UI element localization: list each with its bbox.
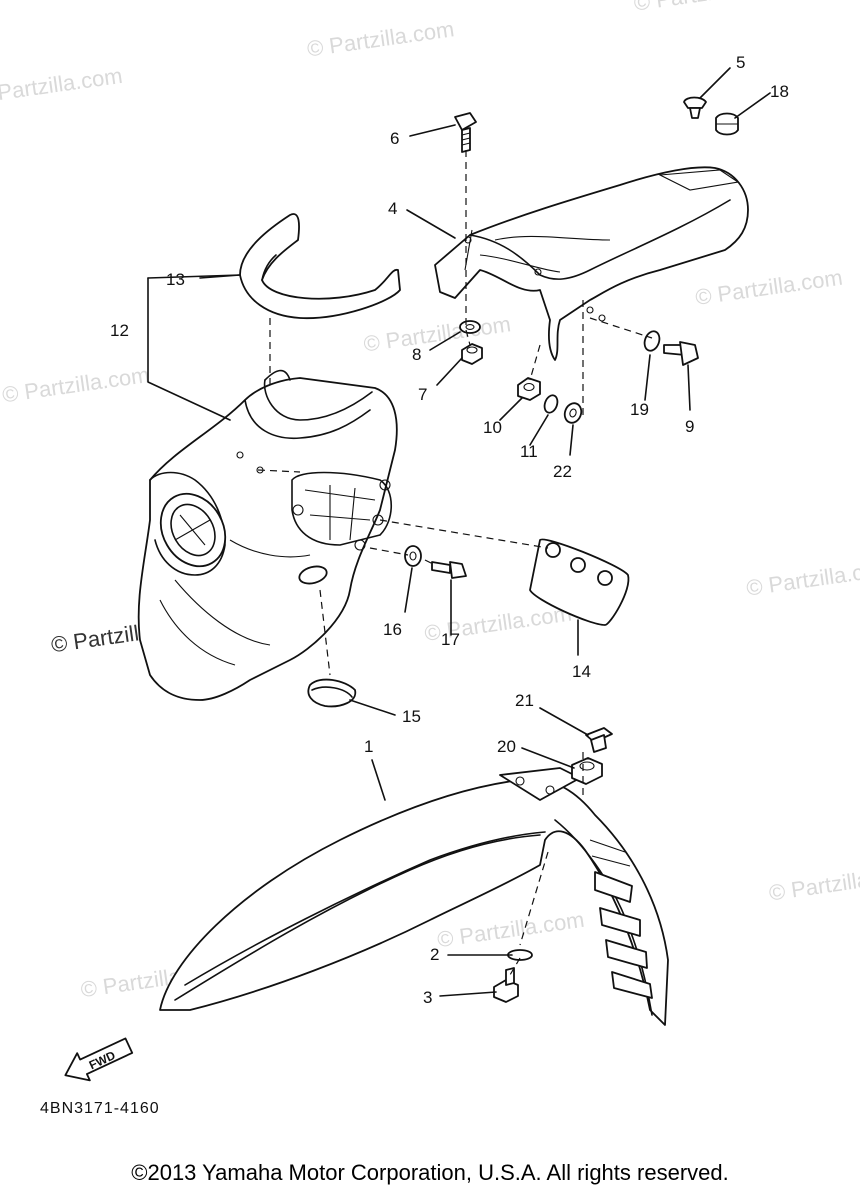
callout-14: 14 [572, 662, 591, 681]
callout-11: 11 [520, 442, 538, 461]
watermark-text: © Partzilla.com [436, 907, 586, 952]
callout-13: 13 [166, 270, 185, 289]
fwd-label: FWD [87, 1048, 118, 1072]
callout-21: 21 [515, 691, 534, 710]
watermark-text: © Partzilla.com [362, 311, 512, 356]
fwd-arrow-icon: FWD [64, 1037, 134, 1082]
callout-4: 4 [388, 199, 397, 218]
watermark-text: © Partzilla.com [745, 555, 860, 600]
callout-10: 10 [483, 418, 502, 437]
callouts: 1 2 3 4 5 6 7 8 9 10 11 12 13 14 15 16 1… [110, 53, 789, 1007]
callout-3: 3 [423, 988, 432, 1007]
callout-7: 7 [418, 385, 427, 404]
watermark-text: © Partzilla.com [1, 362, 151, 407]
number-plate-housing [137, 369, 398, 701]
leader-lines [147, 67, 771, 997]
callout-5: 5 [736, 53, 745, 72]
callout-12: 12 [110, 321, 129, 340]
callout-17: 17 [441, 630, 460, 649]
callout-16: 16 [383, 620, 402, 639]
copyright-notice: ©2013 Yamaha Motor Corporation, U.S.A. A… [131, 1160, 729, 1185]
band-clip [239, 213, 401, 319]
rear-fender [434, 166, 749, 361]
callout-9: 9 [685, 417, 694, 436]
callout-6: 6 [390, 129, 399, 148]
callout-2: 2 [430, 945, 439, 964]
callout-19: 19 [630, 400, 649, 419]
callout-22: 22 [553, 462, 572, 481]
watermark-text: © Partzilla.com [767, 860, 860, 905]
callout-15: 15 [402, 707, 421, 726]
watermark-text: © Partzilla.com [632, 0, 782, 16]
callout-18: 18 [770, 82, 789, 101]
watermark-text: © Partzilla.com [0, 63, 124, 108]
cap [298, 565, 357, 708]
assembly-lines [257, 150, 653, 976]
callout-8: 8 [412, 345, 421, 364]
watermark-text: © Partzilla.com [305, 16, 455, 61]
callout-20: 20 [497, 737, 516, 756]
watermark-text: © Partzilla.com [694, 265, 844, 310]
diagram-code: 4BN3171-4160 [40, 1100, 160, 1117]
plate [529, 538, 630, 626]
callout-1: 1 [364, 737, 373, 756]
front-fender [159, 767, 669, 1026]
